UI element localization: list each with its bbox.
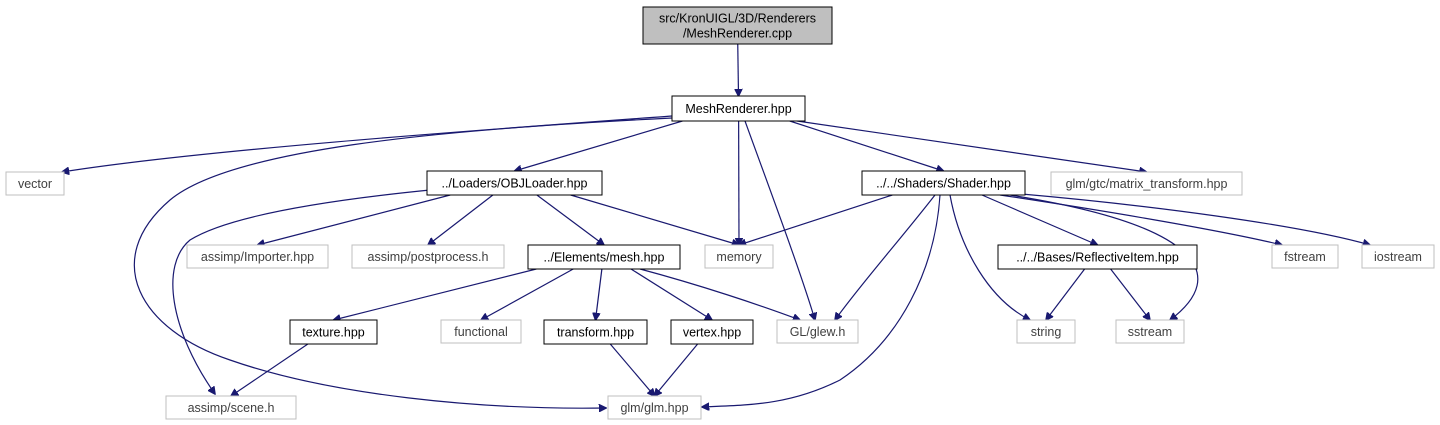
node-box-vector[interactable] <box>5 171 65 196</box>
edge-mesh_hpp-to-glew_h <box>639 268 800 320</box>
node-box-assimp-importer[interactable] <box>186 244 329 269</box>
node-box-mesh-hpp[interactable] <box>527 244 681 270</box>
node-box-memory[interactable] <box>704 244 774 269</box>
node-label-sstream: sstream <box>1128 325 1172 339</box>
node-label-texture-hpp: texture.hpp <box>302 325 365 339</box>
node-glm-hpp[interactable]: glm/glm.hpp <box>607 395 702 420</box>
node-label-vertex-hpp: vertex.hpp <box>683 325 741 339</box>
node-label-string: string <box>1031 325 1062 339</box>
node-box-assimp-scene[interactable] <box>165 395 297 420</box>
edge-mesh_hpp-to-transform_hpp <box>596 268 603 320</box>
node-root[interactable]: src/KronUIGL/3D/Renderers/MeshRenderer.c… <box>642 6 833 45</box>
node-assimp-scene[interactable]: assimp/scene.h <box>165 395 297 420</box>
node-box-matrix-transform[interactable] <box>1050 171 1243 196</box>
edge-root-to-meshrenderer_hpp <box>738 43 739 96</box>
node-box-iostream[interactable] <box>1361 244 1435 269</box>
edge-objloader_hpp-to-assimp_importer <box>258 194 451 245</box>
node-fstream[interactable]: fstream <box>1271 244 1339 269</box>
node-box-fstream[interactable] <box>1271 244 1339 269</box>
node-label-shader-hpp: ../../Shaders/Shader.hpp <box>876 176 1011 190</box>
node-vector[interactable]: vector <box>5 171 65 196</box>
edge-reflectiveitem_hpp-to-string <box>1046 268 1086 320</box>
edge-shader_hpp-to-glm_hpp <box>702 194 941 407</box>
edge-mesh_hpp-to-functional <box>481 268 574 320</box>
node-label-matrix-transform: glm/gtc/matrix_transform.hpp <box>1066 177 1228 191</box>
edges-layer <box>62 43 1370 408</box>
node-matrix-transform[interactable]: glm/gtc/matrix_transform.hpp <box>1050 171 1243 196</box>
node-vertex-hpp[interactable]: vertex.hpp <box>670 319 754 345</box>
node-box-texture-hpp[interactable] <box>289 319 378 345</box>
edge-meshrenderer_hpp-to-glew_h <box>744 120 815 320</box>
node-label-assimp-scene: assimp/scene.h <box>188 401 275 415</box>
edge-meshrenderer_hpp-to-glm_hpp <box>133 117 673 408</box>
node-box-assimp-postprocess[interactable] <box>351 244 505 269</box>
node-assimp-importer[interactable]: assimp/Importer.hpp <box>186 244 329 269</box>
node-shader-hpp[interactable]: ../../Shaders/Shader.hpp <box>861 170 1026 196</box>
edge-shader_hpp-to-iostream <box>1009 192 1370 245</box>
node-mesh-hpp[interactable]: ../Elements/mesh.hpp <box>527 244 681 270</box>
node-box-reflectiveitem-hpp[interactable] <box>997 244 1198 270</box>
node-label-glew-h: GL/glew.h <box>790 325 846 339</box>
node-label-assimp-importer: assimp/Importer.hpp <box>201 250 314 264</box>
node-label-glm-hpp: glm/glm.hpp <box>620 401 688 415</box>
node-box-vertex-hpp[interactable] <box>670 319 754 345</box>
edge-objloader_hpp-to-mesh_hpp <box>536 194 604 245</box>
node-memory[interactable]: memory <box>704 244 774 269</box>
edge-shader_hpp-to-memory <box>739 194 893 245</box>
node-box-transform-hpp[interactable] <box>543 319 648 345</box>
edge-objloader_hpp-to-memory <box>570 194 739 245</box>
edge-reflectiveitem_hpp-to-sstream <box>1110 268 1150 320</box>
node-box-shader-hpp[interactable] <box>861 170 1026 196</box>
edge-shader_hpp-to-glew_h <box>835 194 936 320</box>
node-assimp-postprocess[interactable]: assimp/postprocess.h <box>351 244 505 269</box>
edge-mesh_hpp-to-texture_hpp <box>334 268 537 320</box>
node-reflectiveitem-hpp[interactable]: ../../Bases/ReflectiveItem.hpp <box>997 244 1198 270</box>
node-label-reflectiveitem-hpp: ../../Bases/ReflectiveItem.hpp <box>1016 250 1179 264</box>
node-label-iostream: iostream <box>1374 250 1422 264</box>
node-box-root[interactable] <box>642 6 833 45</box>
node-label-root: src/KronUIGL/3D/Renderers <box>659 11 816 25</box>
edge-mesh_hpp-to-vertex_hpp <box>630 268 712 320</box>
edge-meshrenderer_hpp-to-shader_hpp <box>789 120 944 171</box>
node-label-fstream: fstream <box>1284 250 1326 264</box>
node-objloader-hpp[interactable]: ../Loaders/OBJLoader.hpp <box>426 170 603 196</box>
node-box-functional[interactable] <box>440 319 522 344</box>
node-box-glew-h[interactable] <box>776 319 859 344</box>
node-meshrenderer-hpp[interactable]: MeshRenderer.hpp <box>671 95 806 122</box>
nodes-layer: src/KronUIGL/3D/Renderers/MeshRenderer.c… <box>5 6 1435 420</box>
node-box-string[interactable] <box>1016 319 1076 344</box>
node-label-assimp-postprocess: assimp/postprocess.h <box>368 250 489 264</box>
edge-shader_hpp-to-reflectiveitem_hpp <box>981 194 1098 245</box>
edge-shader_hpp-to-string <box>949 194 1030 320</box>
edge-texture_hpp-to-assimp_scene <box>231 343 309 396</box>
edge-objloader_hpp-to-assimp_scene <box>172 189 431 394</box>
node-label-meshrenderer-hpp: MeshRenderer.hpp <box>685 102 791 116</box>
node-box-sstream[interactable] <box>1115 319 1185 344</box>
node-functional[interactable]: functional <box>440 319 522 344</box>
edge-meshrenderer_hpp-to-vector <box>62 115 673 172</box>
node-box-glm-hpp[interactable] <box>607 395 702 420</box>
node-string[interactable]: string <box>1016 319 1076 344</box>
node-label-root: /MeshRenderer.cpp <box>683 26 792 40</box>
edge-shader_hpp-to-fstream <box>999 194 1282 245</box>
node-label-objloader-hpp: ../Loaders/OBJLoader.hpp <box>442 176 588 190</box>
node-texture-hpp[interactable]: texture.hpp <box>289 319 378 345</box>
node-transform-hpp[interactable]: transform.hpp <box>543 319 648 345</box>
edge-objloader_hpp-to-assimp_postprocess <box>428 194 494 245</box>
node-label-memory: memory <box>716 250 762 264</box>
edge-vertex_hpp-to-glm_hpp <box>655 343 699 396</box>
node-iostream[interactable]: iostream <box>1361 244 1435 269</box>
edge-meshrenderer_hpp-to-matrix_transform <box>796 120 1147 172</box>
node-glew-h[interactable]: GL/glew.h <box>776 319 859 344</box>
node-label-transform-hpp: transform.hpp <box>557 325 634 339</box>
edge-meshrenderer_hpp-to-objloader_hpp <box>515 120 683 171</box>
edge-transform_hpp-to-glm_hpp <box>609 343 654 396</box>
node-label-functional: functional <box>454 325 508 339</box>
node-box-objloader-hpp[interactable] <box>426 170 603 196</box>
node-label-mesh-hpp: ../Elements/mesh.hpp <box>544 250 665 264</box>
node-box-meshrenderer-hpp[interactable] <box>671 95 806 122</box>
node-sstream[interactable]: sstream <box>1115 319 1185 344</box>
node-label-vector: vector <box>18 177 52 191</box>
